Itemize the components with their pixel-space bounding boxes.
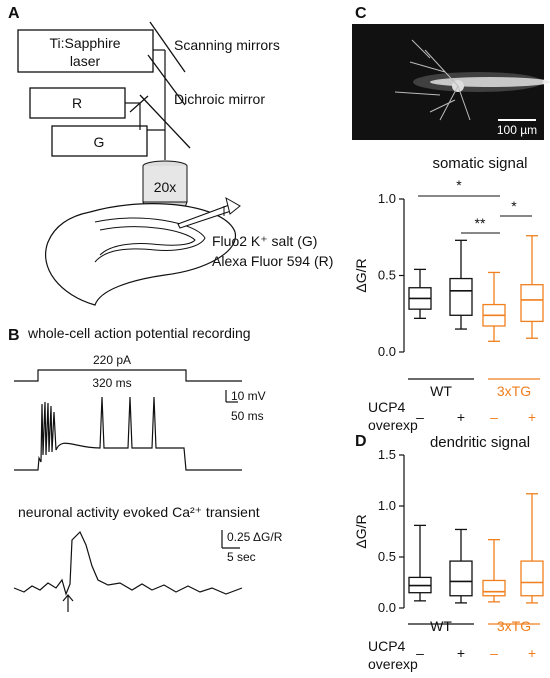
y-tick-label: 0.5 xyxy=(378,549,396,564)
iqr-box xyxy=(449,560,473,597)
laser-box xyxy=(17,29,154,73)
ephys-title: whole-cell action potential recording xyxy=(27,325,251,341)
alexa-label: Alexa Fluor 594 (R) xyxy=(212,253,333,269)
dendritic-chart: 0.0 0.5 1.0 1.5ΔG/R xyxy=(353,447,544,615)
y-tick-label: 1.5 xyxy=(378,447,396,462)
box-2 xyxy=(449,528,473,604)
ucp4-label-d: UCP4 xyxy=(368,638,406,654)
box-4 xyxy=(520,493,544,604)
panel-label-a: A xyxy=(8,5,20,22)
mark-d-4: + xyxy=(528,645,536,661)
electrode-holder xyxy=(225,196,241,215)
iqr-box xyxy=(449,277,473,316)
box-2 xyxy=(449,239,473,330)
cell-layer-outer xyxy=(94,217,206,263)
r-detector-label: R xyxy=(72,95,82,111)
box-3 xyxy=(482,271,506,342)
scanning-mirror-1 xyxy=(149,21,186,73)
box-1 xyxy=(408,268,432,319)
fluo-label: Fluo2 K⁺ salt (G) xyxy=(212,233,317,249)
box-3 xyxy=(482,539,506,603)
dichroic-small xyxy=(129,95,149,113)
micrograph-neuron xyxy=(394,39,550,121)
y-tick-label: 1.0 xyxy=(378,498,396,513)
g-detector-box xyxy=(51,125,148,157)
ucp4-label-c: UCP4 xyxy=(368,399,406,415)
calcium-trace xyxy=(13,530,243,596)
scanning-mirrors-label: Scanning mirrors xyxy=(174,37,280,53)
iqr-box xyxy=(520,560,544,597)
scanning-mirror-2 xyxy=(147,54,186,106)
mark-c-3: – xyxy=(490,409,498,425)
scale-dgr-label: 0.25 ΔG/R xyxy=(227,530,283,544)
iqr-box xyxy=(520,284,544,323)
g-detector-label: G xyxy=(94,134,105,150)
y-tick-label: 1.0 xyxy=(378,191,396,206)
dichroic-mirror-label: Dichroic mirror xyxy=(174,91,265,107)
mark-d-1: – xyxy=(416,645,424,661)
voltage-trace xyxy=(14,396,242,471)
y-tick-label: 0.0 xyxy=(378,600,396,615)
group-tg-d: 3xTG xyxy=(497,618,531,634)
sig-star-2: ** xyxy=(475,215,486,231)
iqr-box xyxy=(482,579,506,597)
current-step xyxy=(14,369,242,382)
laser-label-2: laser xyxy=(70,53,101,69)
box-1 xyxy=(408,524,432,602)
somatic-title: somatic signal xyxy=(432,155,527,172)
overexp-label-d: overexp xyxy=(368,656,418,672)
panel-label-d: D xyxy=(355,433,367,450)
sig-star-3: * xyxy=(511,198,517,214)
group-wt-d: WT xyxy=(430,618,452,634)
mark-c-2: + xyxy=(457,409,465,425)
stimulus-arrow xyxy=(62,594,74,612)
mark-c-1: – xyxy=(416,409,424,425)
box-4 xyxy=(520,235,544,339)
scale-ms-label: 50 ms xyxy=(231,409,264,423)
objective-label: 20x xyxy=(154,179,177,195)
micrograph-scale-label: 100 µm xyxy=(497,123,537,137)
calcium-title: neuronal activity evoked Ca²⁺ transient xyxy=(18,504,260,520)
y-tick-label: 0.0 xyxy=(378,344,396,359)
y-tick-label: 0.5 xyxy=(378,268,396,283)
cell-layer-inner xyxy=(99,226,196,256)
dendritic-title: dendritic signal xyxy=(430,434,530,451)
scale-sec-label: 5 sec xyxy=(227,550,256,564)
laser-label-1: Ti:Sapphire xyxy=(49,35,120,51)
scale-mv-label: 10 mV xyxy=(231,389,266,403)
y-axis-label: ΔG/R xyxy=(353,514,369,548)
y-axis-label: ΔG/R xyxy=(353,258,369,292)
mark-c-4: + xyxy=(528,409,536,425)
dichroic-mirror xyxy=(139,94,191,149)
significance-markers: * ** * xyxy=(418,177,532,234)
current-label: 220 pA xyxy=(93,353,131,367)
panel-label-b: B xyxy=(8,327,20,344)
overexp-label-c: overexp xyxy=(368,417,418,433)
group-tg-c: 3xTG xyxy=(497,383,531,399)
group-wt-c: WT xyxy=(430,383,452,399)
somatic-chart: 0.0 0.5 1.0ΔG/R xyxy=(353,191,544,359)
duration-label: 320 ms xyxy=(92,376,131,390)
mark-d-3: – xyxy=(490,645,498,661)
mark-d-2: + xyxy=(457,645,465,661)
sig-star-1: * xyxy=(456,177,462,193)
panel-label-c: C xyxy=(355,5,367,22)
